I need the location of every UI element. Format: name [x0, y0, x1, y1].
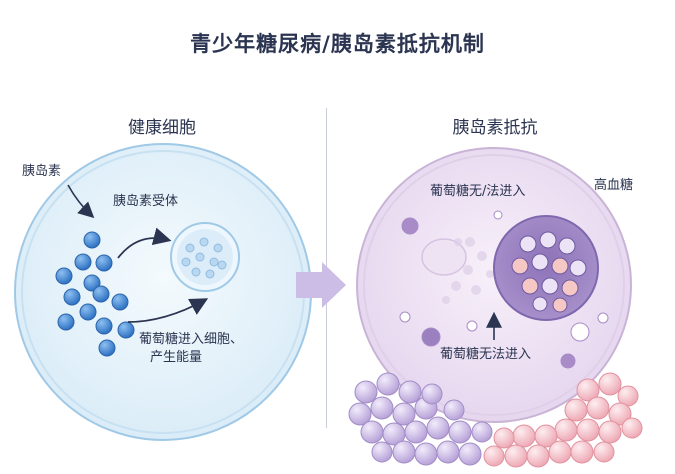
high-sugar-nucleus — [493, 215, 599, 321]
glucose-blocked-top-label: 葡萄糖无/法进入 — [430, 184, 526, 199]
insulin-label: 胰岛素 — [22, 164, 62, 179]
insulin-receptor — [170, 222, 240, 292]
fat-cells — [348, 372, 643, 468]
insulin-molecules — [55, 231, 135, 357]
glucose-enter-label-line1: 葡萄糖进入细胞、 — [139, 332, 244, 347]
insulin-resistance-heading: 胰岛素抵抗 — [452, 118, 538, 138]
glucose-enter-label-line2: 产生能量 — [150, 350, 203, 365]
resistant-cell — [356, 147, 632, 423]
insulin-pointer-arrow — [67, 184, 95, 219]
faded-glucose-cluster — [421, 237, 494, 304]
glucose-blocked-bottom-label: 葡萄糖无法进入 — [440, 347, 532, 362]
high-sugar-label: 高血糖 — [594, 178, 634, 193]
scattered-particles — [399, 210, 609, 369]
transition-arrow — [296, 262, 346, 308]
insulin-to-receptor-arrow — [117, 227, 172, 259]
page-title: 青少年糖尿病/胰岛素抵抗机制 — [190, 32, 485, 56]
glucose-entry-arrow — [127, 298, 209, 323]
insulin-receptor-label: 胰岛素受体 — [113, 194, 179, 209]
healthy-cell — [14, 143, 312, 441]
healthy-cell-heading: 健康细胞 — [128, 118, 196, 138]
